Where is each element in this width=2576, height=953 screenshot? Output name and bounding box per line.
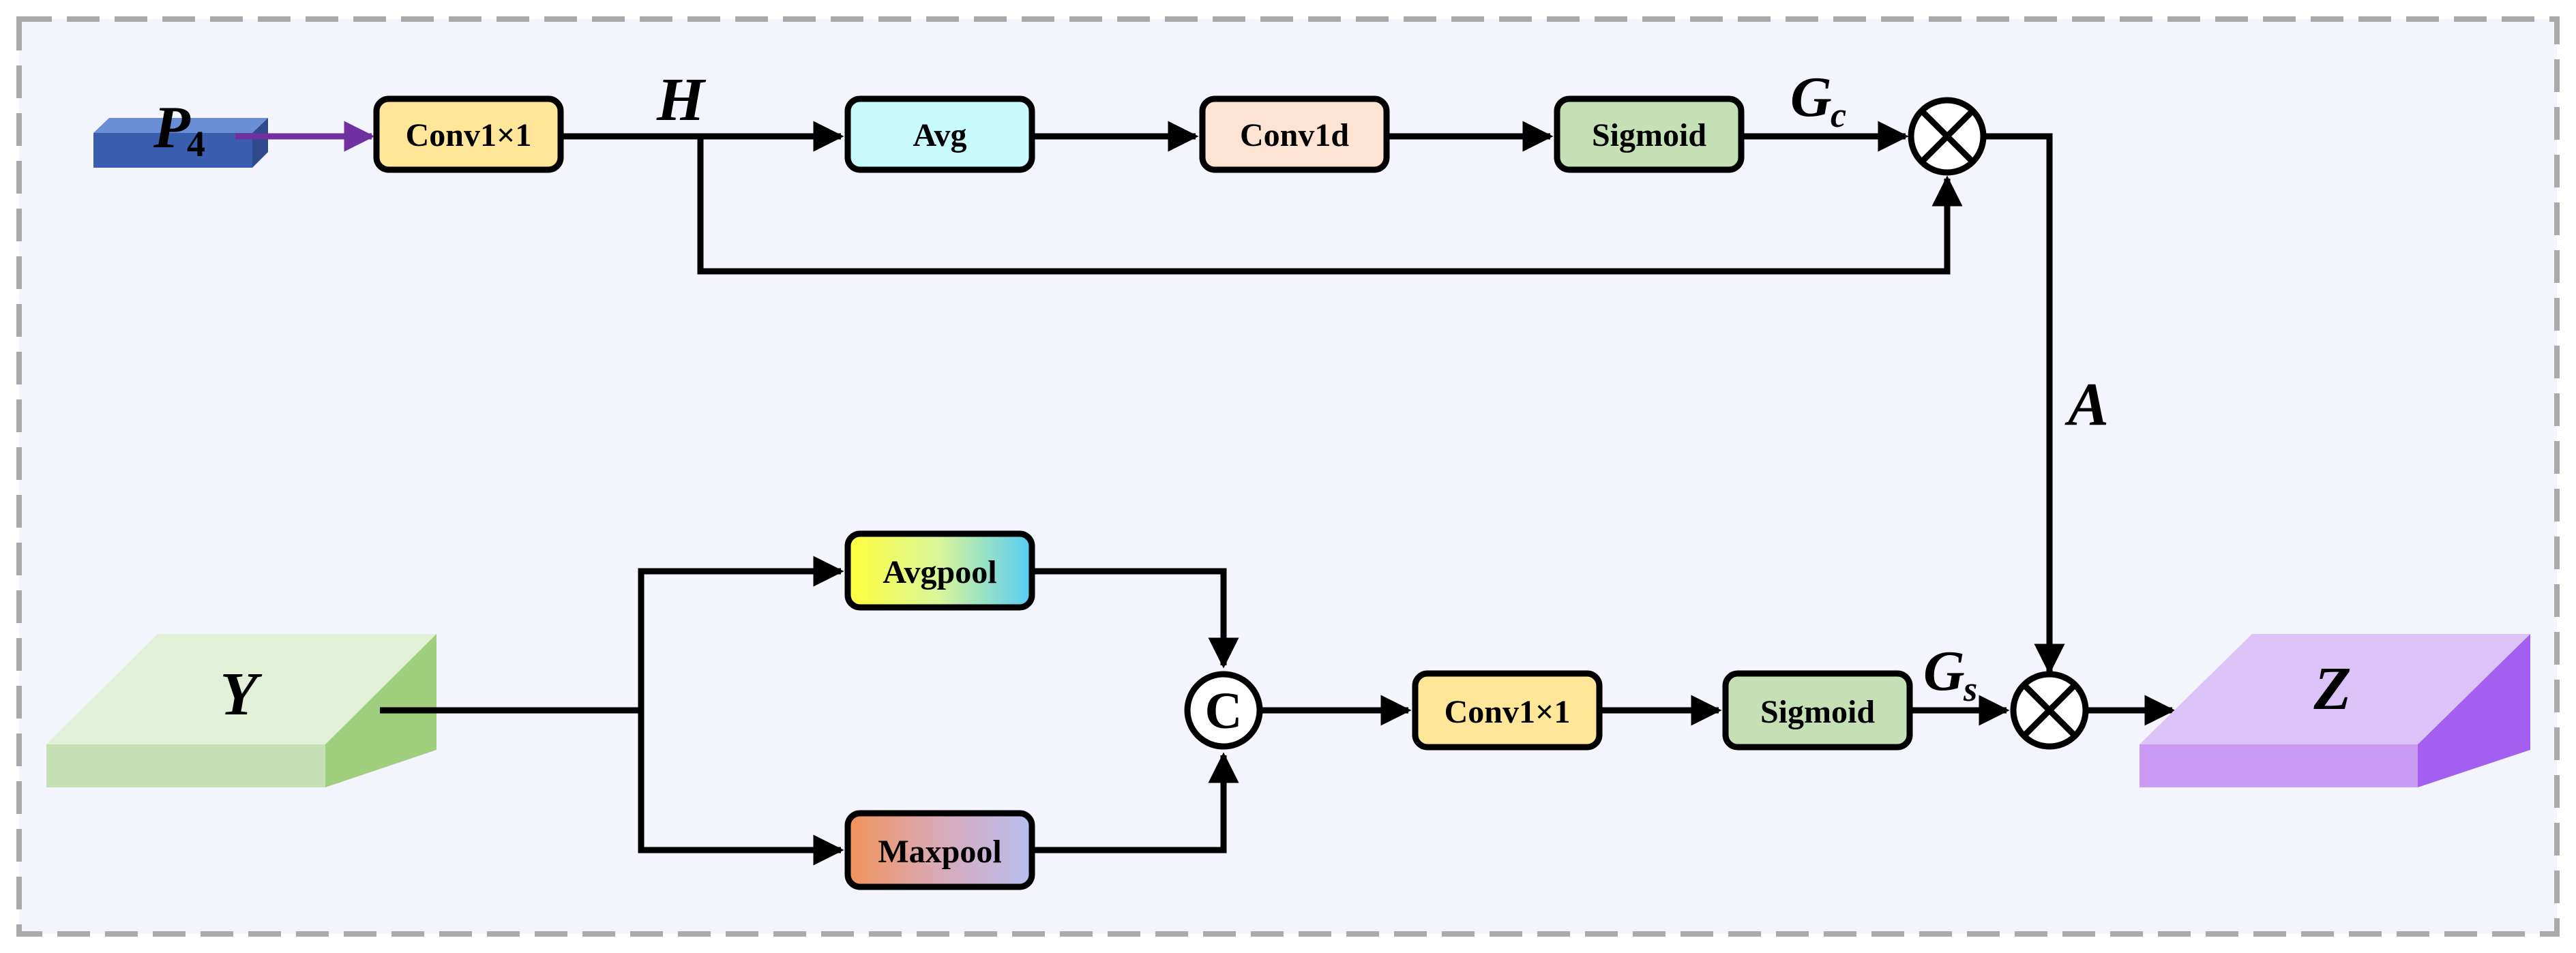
conv1x1-top-label: Conv1×1 [406,117,532,153]
tensor-y [46,634,436,787]
arrow-split-to-maxpool [638,710,844,866]
avg-label: Avg [913,117,966,153]
arrow-maxpool-to-concat [1032,752,1239,853]
tensor-z [2140,634,2530,787]
gc-label: G [1790,65,1832,129]
sigmoid-top-label: Sigmoid [1592,117,1706,153]
gc-subscript: c [1831,96,1846,135]
arrow-avgpool-to-concat [1032,568,1239,669]
arrow-a-path [1983,133,2065,675]
p4-label: P [153,95,191,161]
conv1d-label: Conv1d [1240,117,1349,153]
conv1x1-bottom-label: Conv1×1 [1445,694,1571,730]
tensor-p4 [93,118,268,168]
h-label: H [656,66,707,134]
y-label: Y [220,661,263,728]
gs-subscript: s [1963,670,1977,709]
a-label: A [2064,371,2109,438]
arrow-skip-h-to-multiply [697,136,1963,275]
gs-label: G [1923,639,1965,703]
concat-label: C [1205,682,1243,740]
sigmoid-bottom-label: Sigmoid [1760,694,1875,730]
maxpool-label: Maxpool [878,834,1001,870]
z-label: Z [2313,655,2352,723]
multiply-bottom-icon [2010,671,2089,750]
multiply-top-icon [1908,97,1987,176]
arrow-split-to-avgpool [638,556,844,710]
avgpool-label: Avgpool [883,554,996,590]
p4-subscript: 4 [187,123,205,164]
